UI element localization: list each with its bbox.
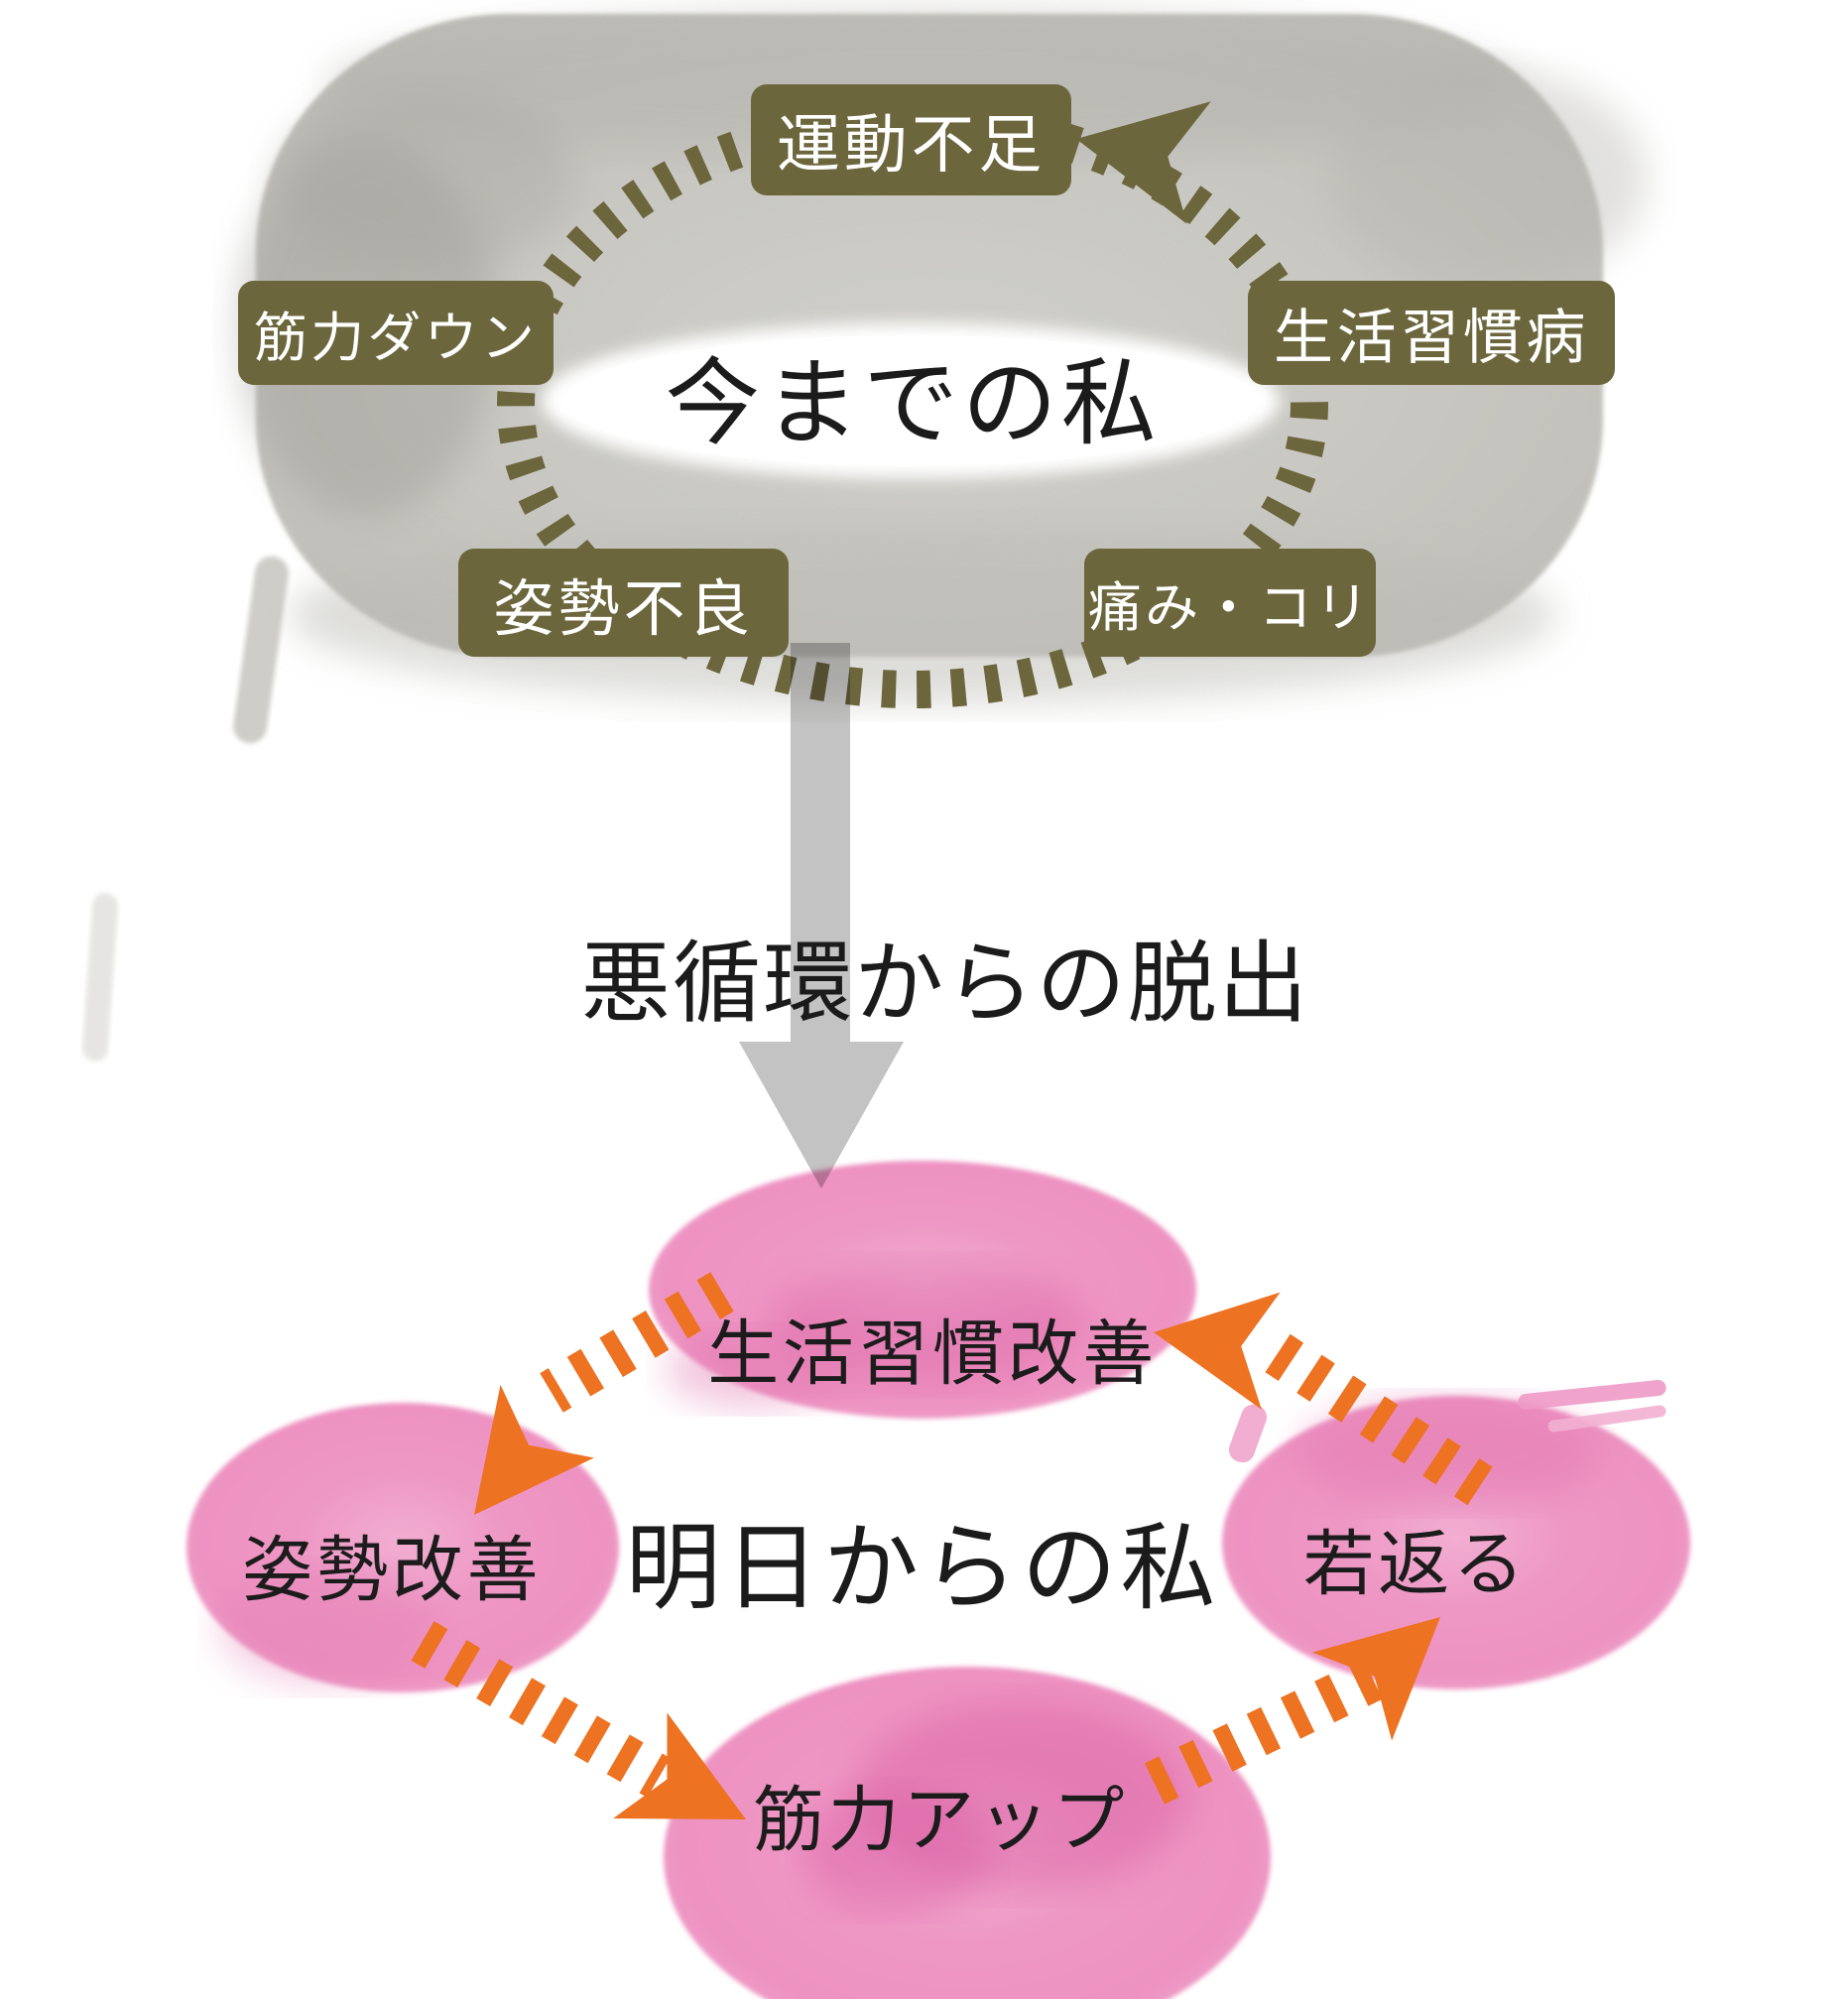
node-label: 筋力ダウン (253, 307, 539, 369)
node-bad-posture: 姿勢不良 (458, 549, 789, 657)
node-label: 運動不足 (776, 109, 1047, 183)
transition-down-arrow (739, 643, 904, 1188)
bottom-cycle-title: 明日からの私 (625, 1512, 1220, 1624)
vicious-cycle-ring (497, 77, 1328, 708)
node-lifestyle-improvement: 生活習慣改善 (707, 1312, 1158, 1396)
node-pain-stiffness: 痛み・コリ (1084, 549, 1376, 657)
node-label: 痛み・コリ (1087, 576, 1373, 639)
pink-blob-top (649, 1161, 1196, 1419)
gray-blob-center-hole (542, 323, 1280, 478)
node-label: 姿勢不良 (493, 571, 754, 645)
node-posture-improvement: 姿勢改善 (241, 1528, 543, 1612)
top-cycle-title: 今までの私 (665, 347, 1161, 459)
node-muscle-loss: 筋力ダウン (238, 281, 554, 385)
arrow-top-to-left-dashes (540, 1272, 734, 1413)
transition-label: 悪循環からの脱出 (580, 932, 1310, 1036)
node-muscle-up: 筋力アップ (752, 1778, 1129, 1862)
node-lifestyle-disease: 生活習慣病 (1248, 281, 1615, 385)
node-lack-of-exercise: 運動不足 (751, 84, 1071, 195)
node-rejuvenate: 若返る (1302, 1522, 1529, 1606)
arrow-left-to-bottom-dashes (411, 1621, 671, 1798)
virtuous-cycle-arrows (411, 1272, 1493, 1805)
node-label: 生活習慣病 (1274, 304, 1589, 373)
arrow-bottom-to-right-dashes (1145, 1656, 1387, 1805)
pink-blob-bottom (664, 1667, 1271, 1999)
arrow-right-to-top-dashes (1259, 1329, 1493, 1506)
